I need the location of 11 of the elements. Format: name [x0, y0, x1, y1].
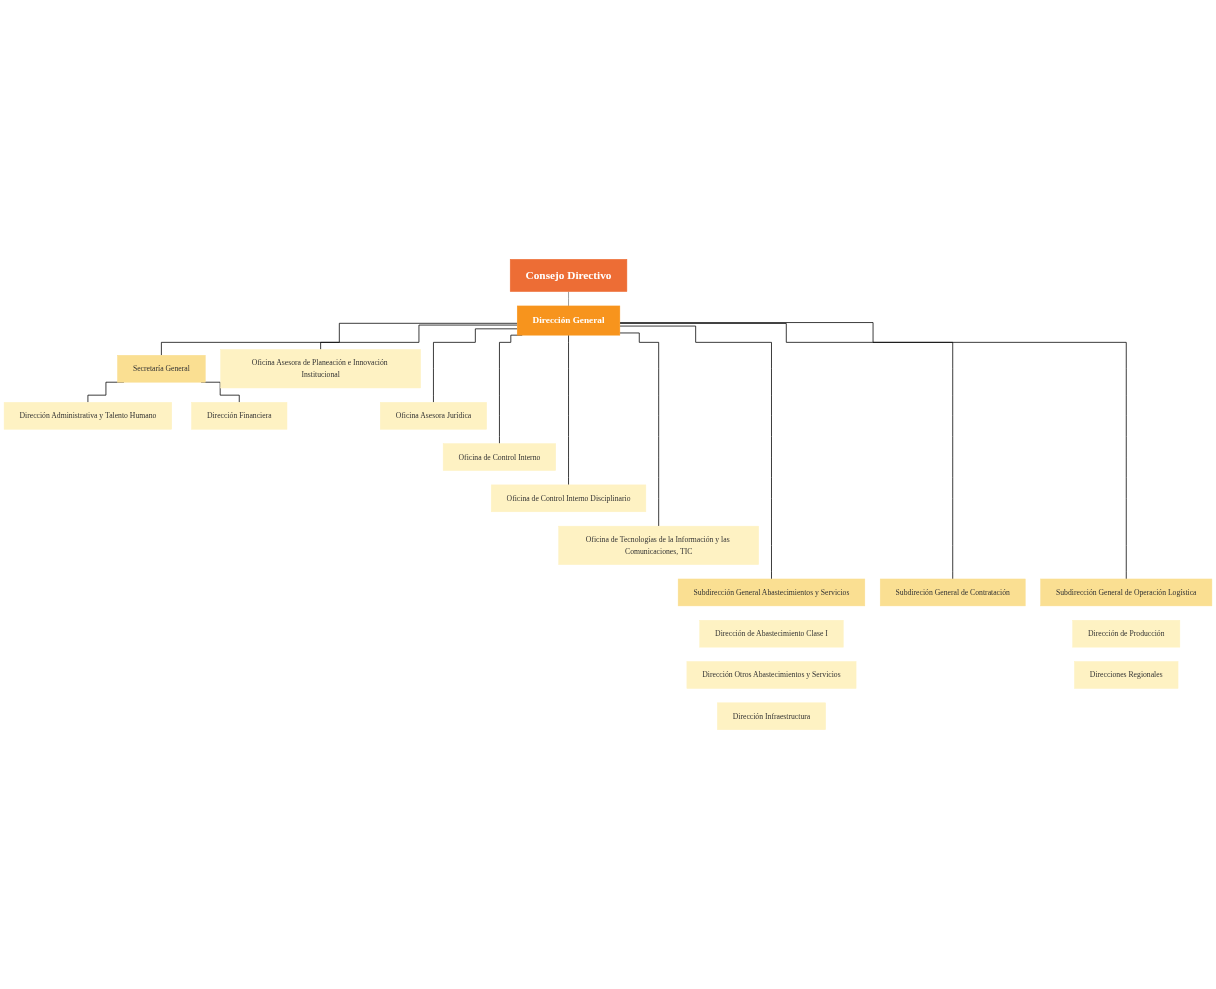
connector — [619, 332, 660, 527]
node-box: Dirección General — [517, 305, 621, 336]
connector — [433, 328, 518, 403]
connector — [619, 322, 1127, 580]
connector — [619, 325, 772, 580]
connector — [619, 323, 954, 580]
connector — [568, 334, 569, 486]
connector — [161, 322, 518, 356]
connector — [320, 324, 518, 350]
node-box: Consejo Directivo — [509, 259, 628, 292]
connector — [568, 291, 569, 307]
